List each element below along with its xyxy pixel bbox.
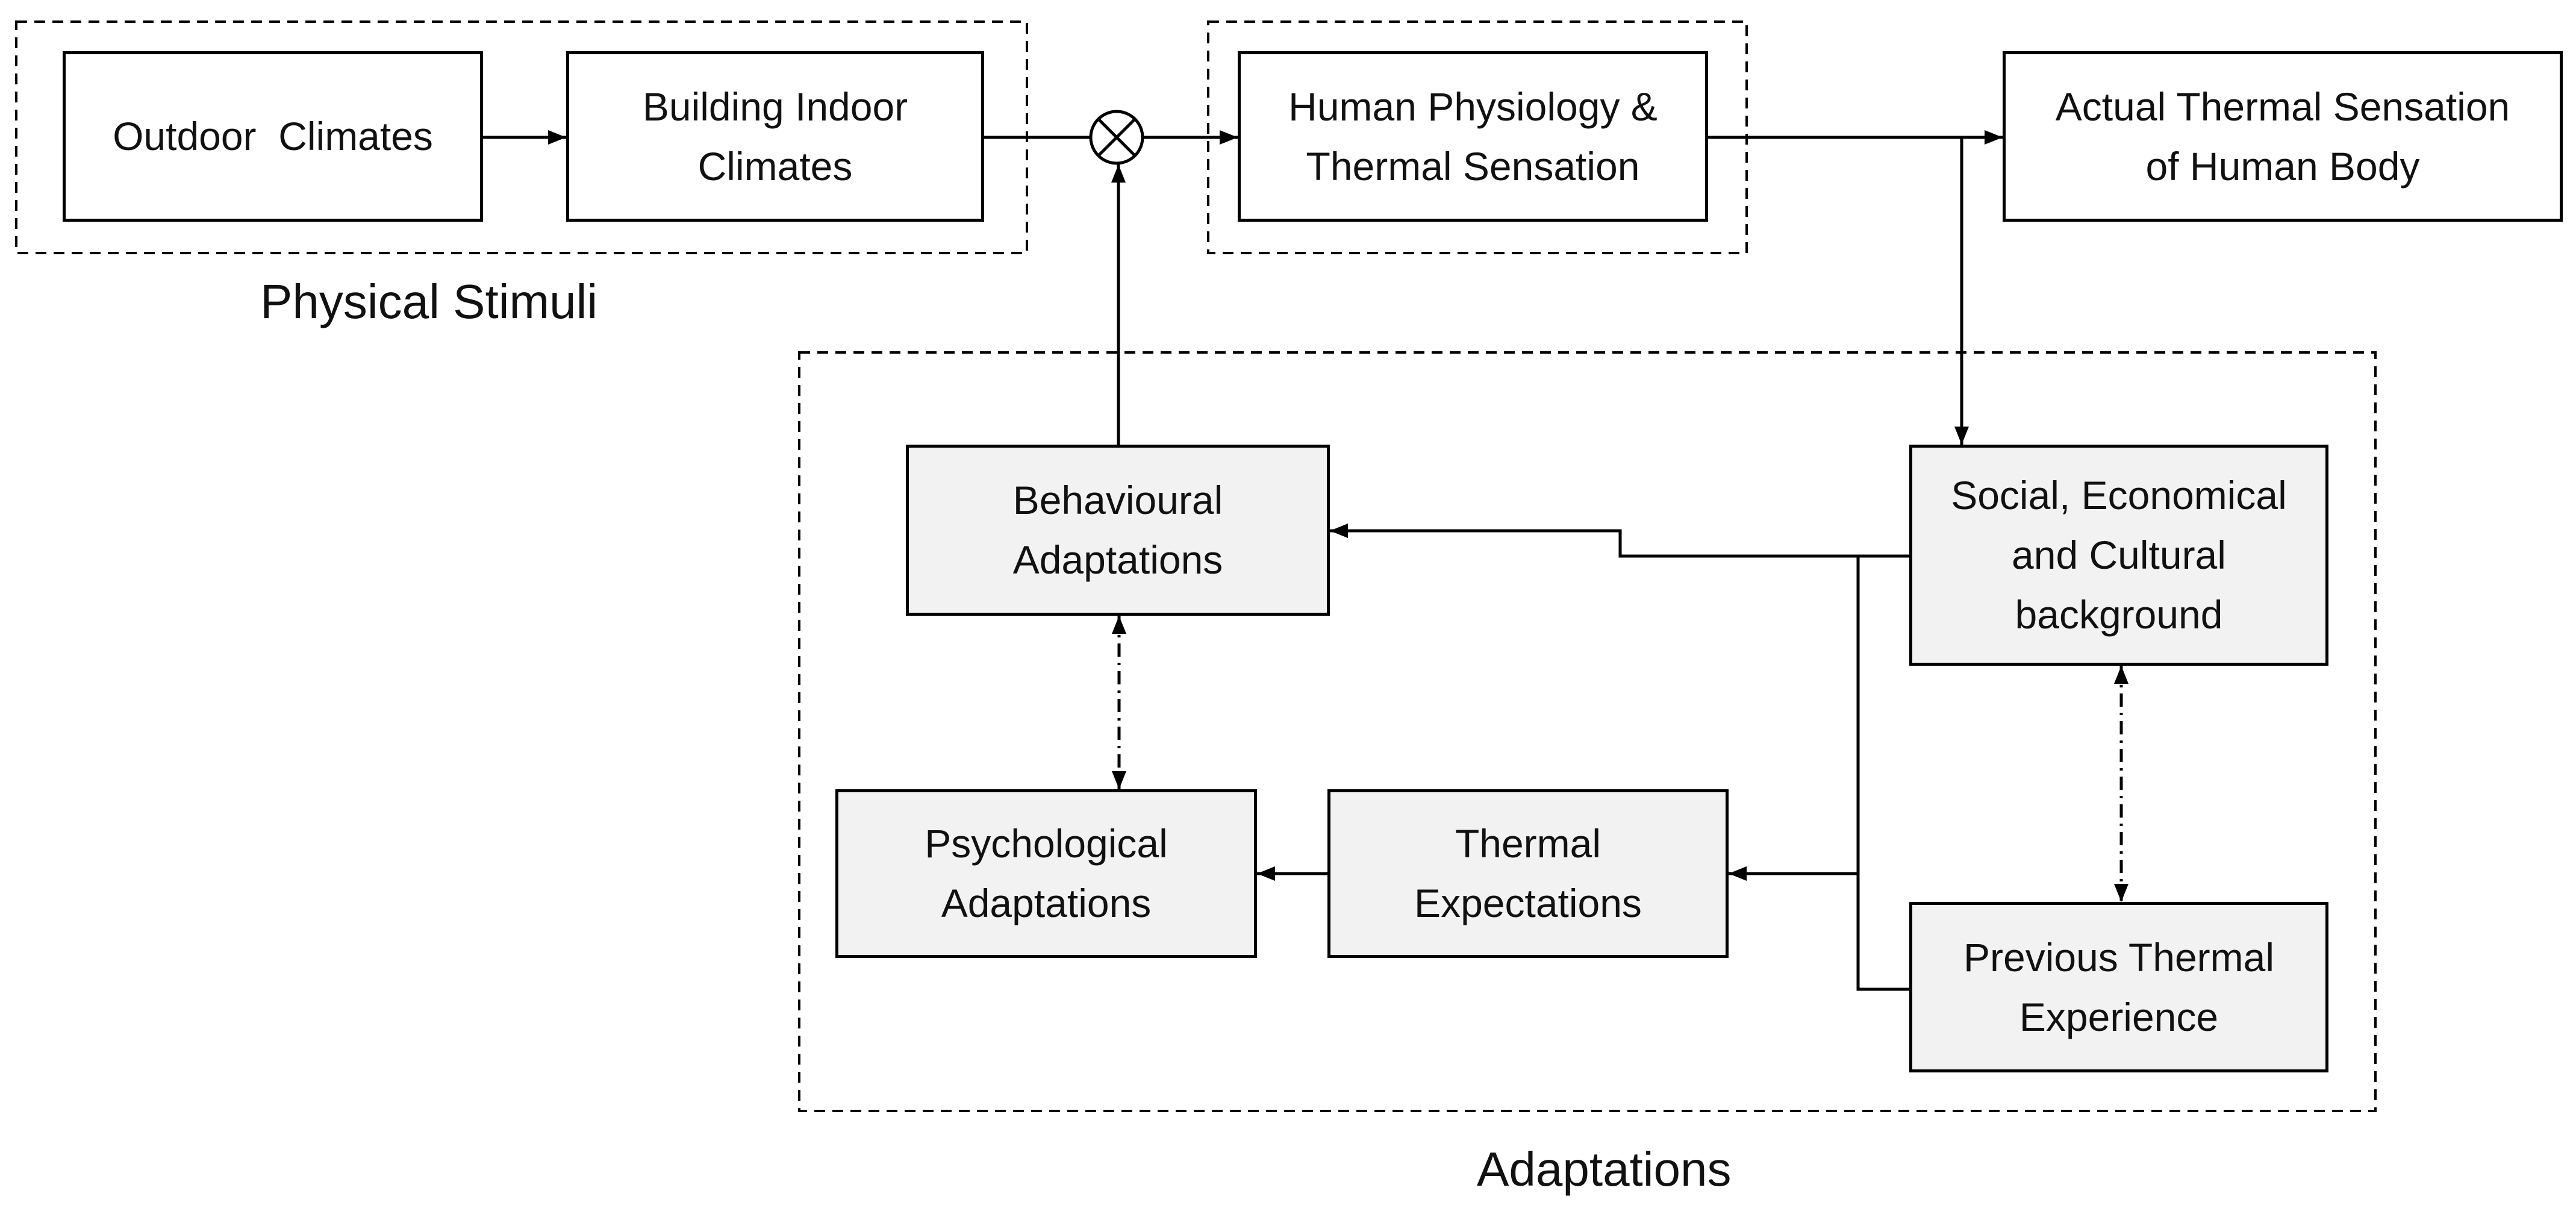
- node-building-indoor-climates: Building Indoor Climates: [566, 51, 984, 222]
- node-human-physiology: Human Physiology & Thermal Sensation: [1238, 51, 1708, 222]
- node-outdoor-climates: Outdoor Climates: [63, 51, 483, 222]
- node-building-indoor-climates-label: Building Indoor Climates: [642, 84, 908, 189]
- node-actual-thermal-sensation: Actual Thermal Sensation of Human Body: [2003, 51, 2563, 222]
- node-human-physiology-label: Human Physiology & Thermal Sensation: [1288, 84, 1658, 189]
- node-social-background-label: Social, Economical and Cultural backgrou…: [1951, 473, 2287, 637]
- node-previous-thermal-experience-label: Previous Thermal Experience: [1963, 934, 2274, 1039]
- node-outdoor-climates-label: Outdoor Climates: [113, 114, 433, 158]
- node-behavioural-adaptations: Behavioural Adaptations: [906, 445, 1330, 616]
- node-psychological-adaptations: Psychological Adaptations: [835, 789, 1257, 958]
- node-actual-thermal-sensation-label: Actual Thermal Sensation of Human Body: [2055, 84, 2510, 189]
- group-label-adaptations: Adaptations: [1477, 1142, 1732, 1196]
- node-previous-thermal-experience: Previous Thermal Experience: [1909, 902, 2328, 1072]
- node-psychological-adaptations-label: Psychological Adaptations: [925, 821, 1168, 925]
- adaptations-group-border: [798, 351, 2377, 1112]
- node-behavioural-adaptations-label: Behavioural Adaptations: [1012, 478, 1223, 582]
- connector-trunk-social-previous: [1856, 556, 1912, 991]
- group-label-physical-stimuli: Physical Stimuli: [260, 275, 598, 328]
- node-thermal-expectations: Thermal Expectations: [1327, 789, 1729, 958]
- summing-junction-symbol: [1089, 110, 1144, 165]
- connector-social-to-behavioural: [1330, 524, 1912, 558]
- node-social-background: Social, Economical and Cultural backgrou…: [1909, 445, 2328, 666]
- node-thermal-expectations-label: Thermal Expectations: [1414, 821, 1642, 925]
